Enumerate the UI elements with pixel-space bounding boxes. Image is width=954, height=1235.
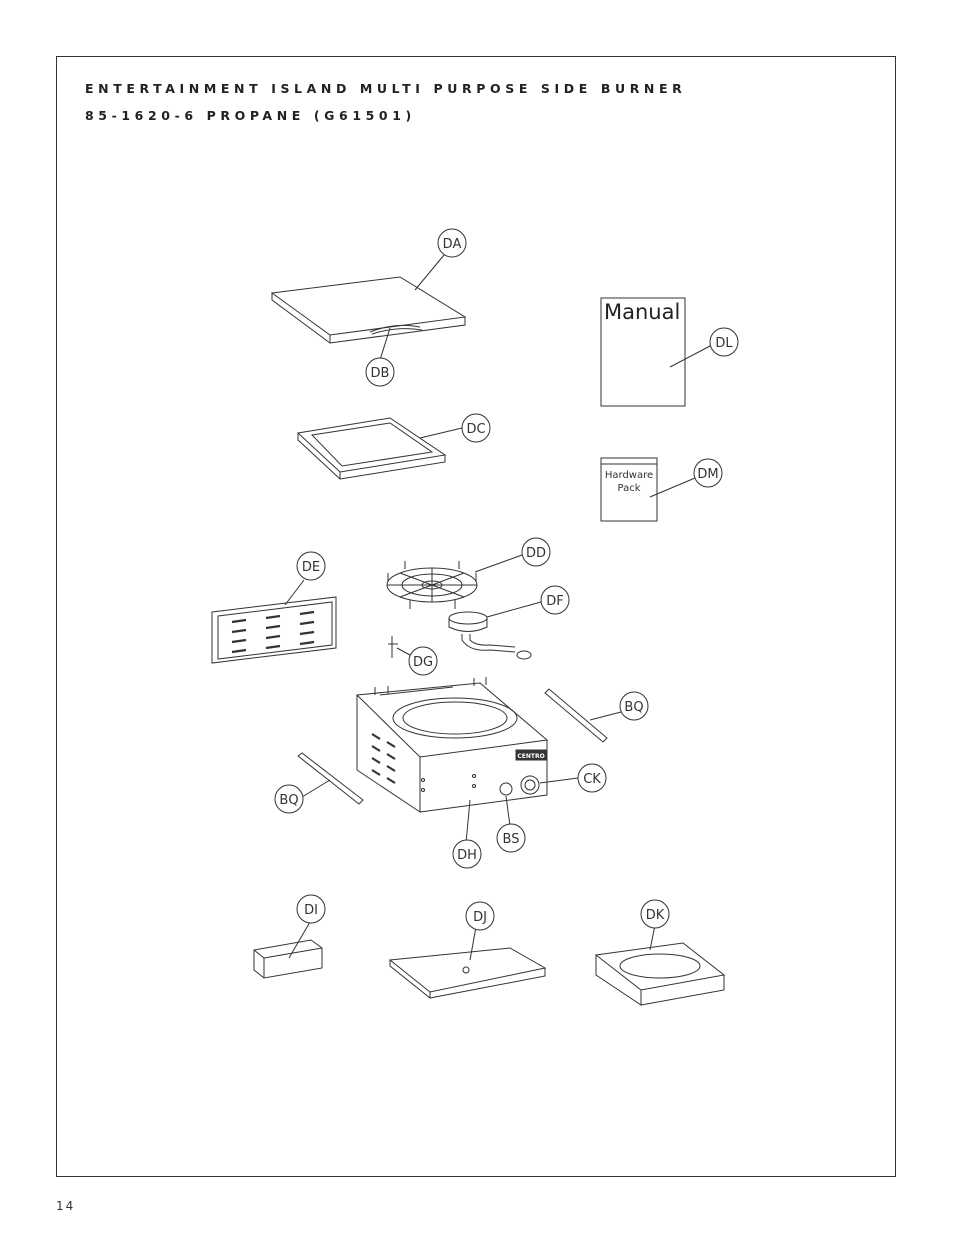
callout-circle-DJ (465, 901, 495, 931)
callout-DE: DE (302, 560, 320, 575)
callout-circle-DK (640, 899, 670, 929)
callout-DJ: DJ (473, 910, 487, 925)
part-main-body (355, 677, 579, 844)
callout-circle-BS (496, 823, 526, 853)
part-grate (386, 554, 523, 609)
part-frame (296, 417, 463, 480)
part-rail-right (544, 688, 622, 743)
callout-circle-DE (296, 551, 326, 581)
part-lid (270, 254, 467, 361)
part-igniter (388, 636, 411, 658)
callout-DG: DG (413, 655, 433, 670)
callout-circle-DG (408, 646, 438, 676)
model-number: 85-1620-6 PROPANE (G61501) (85, 108, 416, 123)
part-side-panel (211, 579, 337, 664)
callout-circle-DB (365, 357, 395, 387)
callout-circle-DF (540, 585, 570, 615)
callout-circle-DM (693, 458, 723, 488)
callout-DC: DC (466, 422, 485, 437)
callout-DM: DM (697, 467, 718, 482)
callout-circle-BQ-left (274, 784, 304, 814)
part-burner (448, 601, 542, 660)
page-border (56, 56, 896, 1177)
part-manual (600, 297, 713, 407)
part-hardware-pack (600, 457, 696, 522)
callout-circle-CK (577, 763, 607, 793)
callout-circle-DL (709, 327, 739, 357)
hardware-label-line1: Hardware (605, 470, 653, 481)
callout-DB: DB (371, 366, 390, 381)
callout-DA: DA (443, 237, 462, 252)
callout-DI: DI (304, 903, 318, 918)
page-number: 14 (56, 1199, 76, 1213)
callout-DF: DF (546, 594, 564, 609)
manual-label: Manual (604, 300, 680, 324)
diagram-title: ENTERTAINMENT ISLAND MULTI PURPOSE SIDE … (85, 81, 687, 96)
hardware-label-line2: Pack (618, 483, 641, 494)
callout-circle-DI (296, 894, 326, 924)
callout-DL: DL (715, 336, 733, 351)
callout-circle-DH (452, 839, 482, 869)
callout-circle-DD (521, 537, 551, 567)
callout-DD: DD (526, 546, 546, 561)
callout-BS: BS (503, 832, 520, 847)
callout-DK: DK (646, 908, 665, 923)
callout-CK: CK (583, 772, 601, 787)
callout-circle-BQ-right (619, 691, 649, 721)
callout-BQ-right: BQ (624, 700, 643, 715)
part-bracket (253, 921, 323, 979)
callout-circle-DA (437, 228, 467, 258)
part-rail-left (297, 752, 364, 805)
callout-circle-DC (461, 413, 491, 443)
callout-DH: DH (457, 848, 477, 863)
brand-logo: CENTRO (517, 753, 544, 760)
part-drip-housing (594, 924, 726, 1006)
callout-BQ-left: BQ (279, 793, 298, 808)
part-tray (388, 926, 547, 999)
